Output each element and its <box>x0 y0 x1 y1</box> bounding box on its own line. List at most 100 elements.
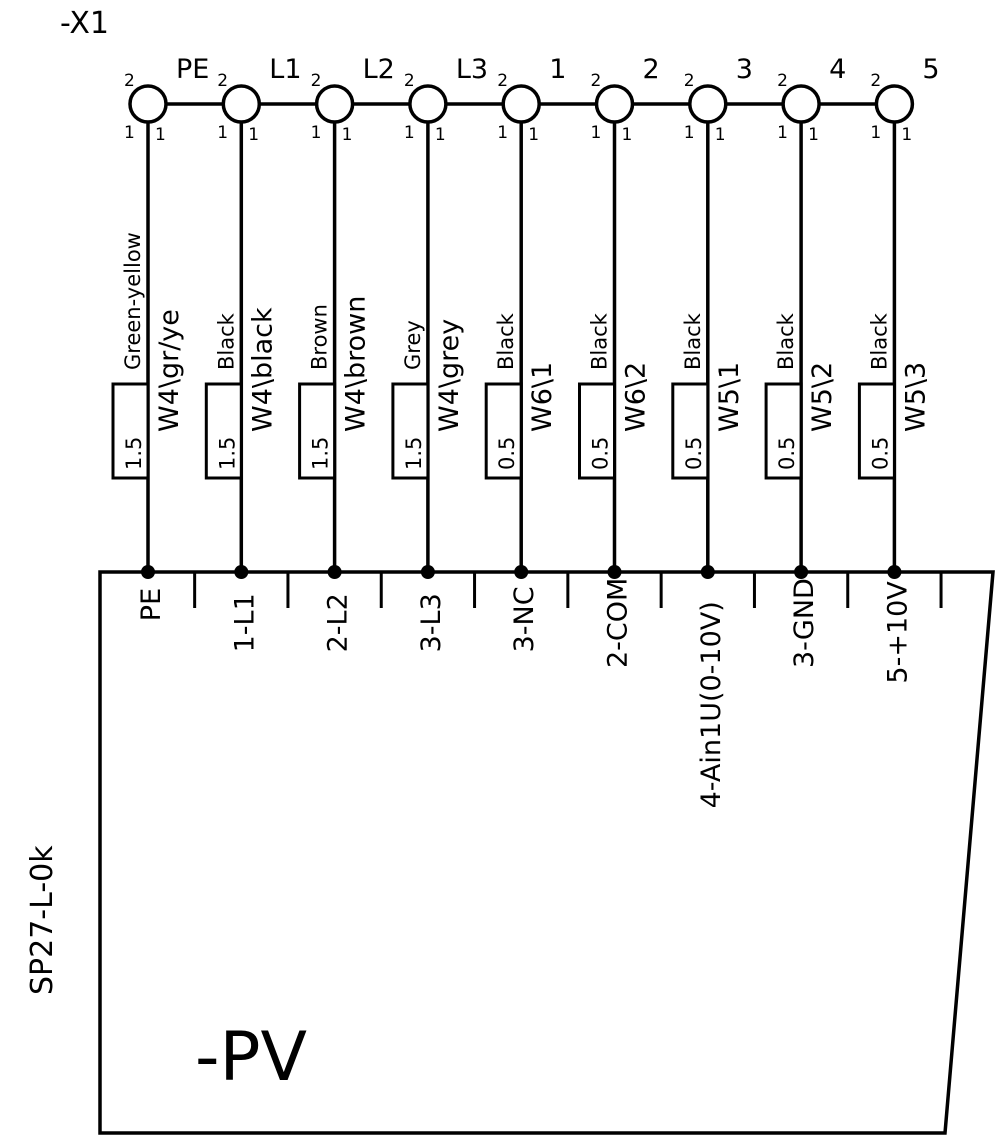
terminal-strip-label: -X1 <box>60 6 109 41</box>
terminal-pin-top: 2 <box>124 71 135 91</box>
cross-section-value: 0.5 <box>868 437 892 470</box>
terminal-pin-bottom: 1 <box>124 123 135 143</box>
wire-colour-label: Black <box>681 312 705 370</box>
terminal-circle-icon <box>221 84 262 124</box>
wire-pin-bottom: 1 <box>342 125 353 145</box>
wire-pin-bottom: 1 <box>248 125 259 145</box>
cross-section-box <box>671 382 710 480</box>
wire-colour-label: Black <box>774 312 798 370</box>
wire-colour-label: Grey <box>401 320 425 370</box>
wire-colour-label: Green-yellow <box>121 232 145 370</box>
device-outline <box>98 570 995 1135</box>
device-pin-label: PE <box>136 588 167 621</box>
wire-colour-label: Black <box>588 312 612 370</box>
terminal-pin-top: 2 <box>217 71 228 91</box>
cross-section-box <box>764 382 803 480</box>
wire-pin-bottom: 1 <box>808 125 819 145</box>
terminal-pin-bottom: 1 <box>591 123 602 143</box>
terminal-circle-icon <box>408 84 448 124</box>
terminal-pin-bottom: 1 <box>404 123 415 143</box>
wire-pin-bottom: 1 <box>622 125 633 145</box>
wire-designation: W5\2 <box>807 362 838 432</box>
terminal-top-label: L3 <box>456 54 488 85</box>
cross-section-box <box>111 382 150 480</box>
terminal-circle-icon <box>594 84 635 124</box>
terminal-pin-top: 2 <box>870 71 881 91</box>
wire-designation: W4\black <box>247 307 278 432</box>
terminal-circle-icon <box>314 84 355 124</box>
device-pin-label: 3-L3 <box>416 593 447 652</box>
device-pin-label: 3-GND <box>789 578 820 668</box>
cross-section-value: 0.5 <box>775 437 799 470</box>
terminal-top-label: 1 <box>549 54 566 85</box>
terminal-top-label: PE <box>176 54 209 85</box>
device-pin-label: 5-+10V <box>882 581 913 684</box>
cross-section-box <box>204 382 243 480</box>
terminal-top-label: 2 <box>643 54 660 85</box>
cross-section-box <box>484 382 523 480</box>
wire-colour-label: Black <box>494 312 518 370</box>
terminal-pin-top: 2 <box>684 71 695 91</box>
cross-section-value: 0.5 <box>495 437 519 470</box>
cross-section-box <box>578 382 616 480</box>
terminal-top-label: L2 <box>363 54 395 85</box>
cross-section-box <box>298 382 337 480</box>
terminal-top-label: L1 <box>269 54 301 85</box>
wire-colour-label: Black <box>214 312 238 370</box>
terminal-pin-top: 2 <box>311 71 322 91</box>
device-pin-label: 3-NC <box>509 586 540 652</box>
wire-designation: W6\2 <box>621 362 652 432</box>
device-pin-label: 2-L2 <box>323 593 354 652</box>
wire-designation: W4\gr/ye <box>154 309 185 432</box>
wire-designation: W5\1 <box>714 362 745 432</box>
wire-colour-label: Brown <box>308 304 332 370</box>
cross-section-box <box>857 382 896 480</box>
terminal-circle-icon <box>874 84 915 124</box>
cross-section-value: 1.5 <box>309 437 333 470</box>
wire-designation: W4\brown <box>341 296 372 432</box>
terminal-pin-bottom: 1 <box>870 123 881 143</box>
terminal-top-label: 5 <box>922 54 939 85</box>
cross-section-value: 1.5 <box>215 437 239 470</box>
wire-designation: W5\3 <box>900 362 931 432</box>
cross-section-value: 1.5 <box>122 437 146 470</box>
cross-section-value: 1.5 <box>402 437 426 470</box>
terminal-pin-top: 2 <box>404 71 415 91</box>
terminal-pin-bottom: 1 <box>777 123 788 143</box>
wire-colour-label: Black <box>867 312 891 370</box>
terminal-pin-top: 2 <box>497 71 508 91</box>
cross-section-box <box>391 382 430 480</box>
terminal-pin-bottom: 1 <box>217 123 228 143</box>
cross-section-value: 0.5 <box>682 437 706 470</box>
terminal-circle-icon <box>128 84 168 124</box>
wire-pin-bottom: 1 <box>155 125 166 145</box>
wire-pin-bottom: 1 <box>715 125 726 145</box>
terminal-top-label: 4 <box>829 54 846 85</box>
device-pin-label: 1-L1 <box>229 593 260 652</box>
terminal-pin-bottom: 1 <box>684 123 695 143</box>
cross-section-value: 0.5 <box>589 437 613 470</box>
terminal-circle-icon <box>501 84 541 124</box>
wire-pin-bottom: 1 <box>435 125 446 145</box>
device-pin-label: 2-COM <box>603 578 634 668</box>
device-label: -PV <box>195 1018 307 1097</box>
terminal-pin-bottom: 1 <box>311 123 322 143</box>
terminal-top-label: 3 <box>736 54 753 85</box>
terminal-pin-bottom: 1 <box>497 123 508 143</box>
device-pin-label: 4-Ain1U(0-10V) <box>696 601 727 808</box>
wire-pin-bottom: 1 <box>528 125 539 145</box>
wire-designation: W4\grey <box>434 319 465 432</box>
device-type-code: SP27-L-0k <box>25 845 60 995</box>
terminal-circle-icon <box>688 84 728 124</box>
terminal-circle-icon <box>781 84 821 124</box>
